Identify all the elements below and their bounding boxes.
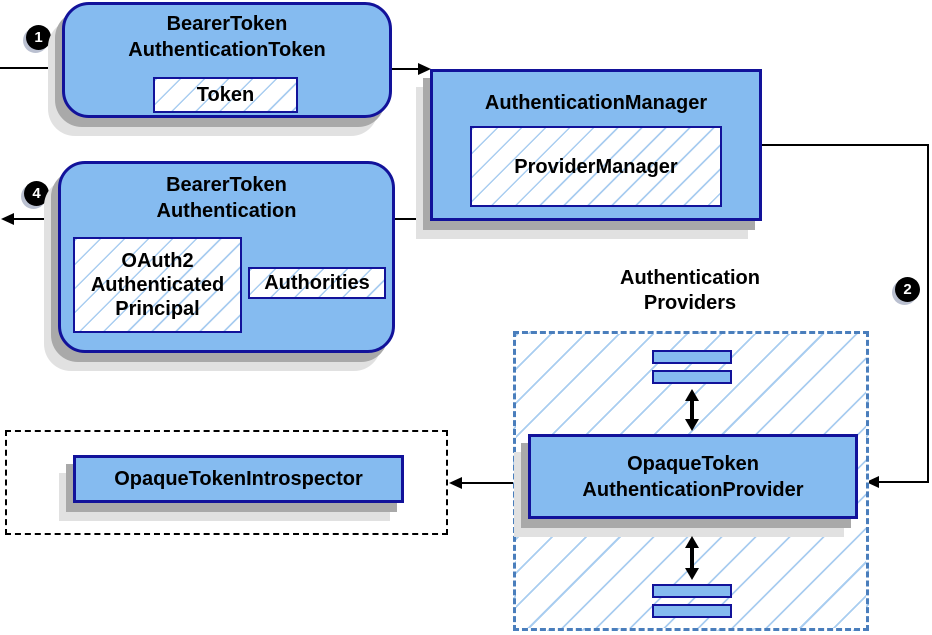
double-arrow-top-icon <box>685 389 699 431</box>
arrowhead-into-providers-icon <box>866 476 879 488</box>
connector-provider-to-introspector <box>462 482 513 484</box>
arrow-shaft <box>690 548 694 568</box>
node-oauth2-authenticated-principal-label: OAuth2 Authenticated Principal <box>90 250 225 320</box>
provider-placeholder-bar <box>652 350 732 364</box>
provider-placeholder-bar <box>652 604 732 618</box>
connector-manager-to-bearer-auth <box>395 218 430 220</box>
node-authorities-label: Authorities <box>264 272 370 294</box>
connector-manager-to-provider-h2 <box>879 481 929 483</box>
step-badge-4: 4 <box>24 181 49 206</box>
node-authentication-manager-label: AuthenticationManager <box>484 92 708 114</box>
node-token-label: Token <box>196 84 255 106</box>
node-opaque-token-introspector-label: OpaqueTokenIntrospector <box>114 467 363 490</box>
arrowhead-down-icon <box>685 419 699 431</box>
node-authorities: Authorities <box>248 267 386 299</box>
step-badge-1: 1 <box>26 25 51 50</box>
arrowhead-into-introspector-icon <box>449 477 462 489</box>
node-provider-manager: ProviderManager <box>470 126 722 207</box>
connector-token-to-manager <box>392 68 419 70</box>
arrow-shaft <box>690 401 694 419</box>
authentication-providers-title: Authentication Providers <box>620 267 760 314</box>
node-opaque-token-authentication-provider-label: OpaqueToken AuthenticationProvider <box>582 453 804 501</box>
connector-manager-to-provider-h <box>762 144 929 146</box>
connector-manager-to-provider-v <box>927 144 929 483</box>
arrowhead-response-out-icon <box>1 213 14 225</box>
connector-response-out <box>12 218 58 220</box>
node-opaque-token-authentication-provider: OpaqueToken AuthenticationProvider <box>528 434 858 519</box>
node-bearer-token-authentication-label: BearerToken Authentication <box>156 174 297 222</box>
provider-placeholder-bar <box>652 584 732 598</box>
arrowhead-up-icon <box>685 536 699 548</box>
provider-placeholder-bar <box>652 370 732 384</box>
node-token: Token <box>153 77 298 113</box>
node-opaque-token-introspector: OpaqueTokenIntrospector <box>73 455 404 503</box>
step-badge-2: 2 <box>895 277 920 302</box>
node-provider-manager-label: ProviderManager <box>514 155 678 178</box>
arrowhead-up-icon <box>685 389 699 401</box>
connector-request-in <box>0 67 62 69</box>
node-oauth2-authenticated-principal: OAuth2 Authenticated Principal <box>73 237 242 333</box>
arrowhead-into-authentication-manager-icon <box>418 63 431 75</box>
node-bearer-token-authentication-token-label: BearerToken AuthenticationToken <box>128 13 326 61</box>
arrowhead-down-icon <box>685 568 699 580</box>
double-arrow-bottom-icon <box>685 536 699 580</box>
